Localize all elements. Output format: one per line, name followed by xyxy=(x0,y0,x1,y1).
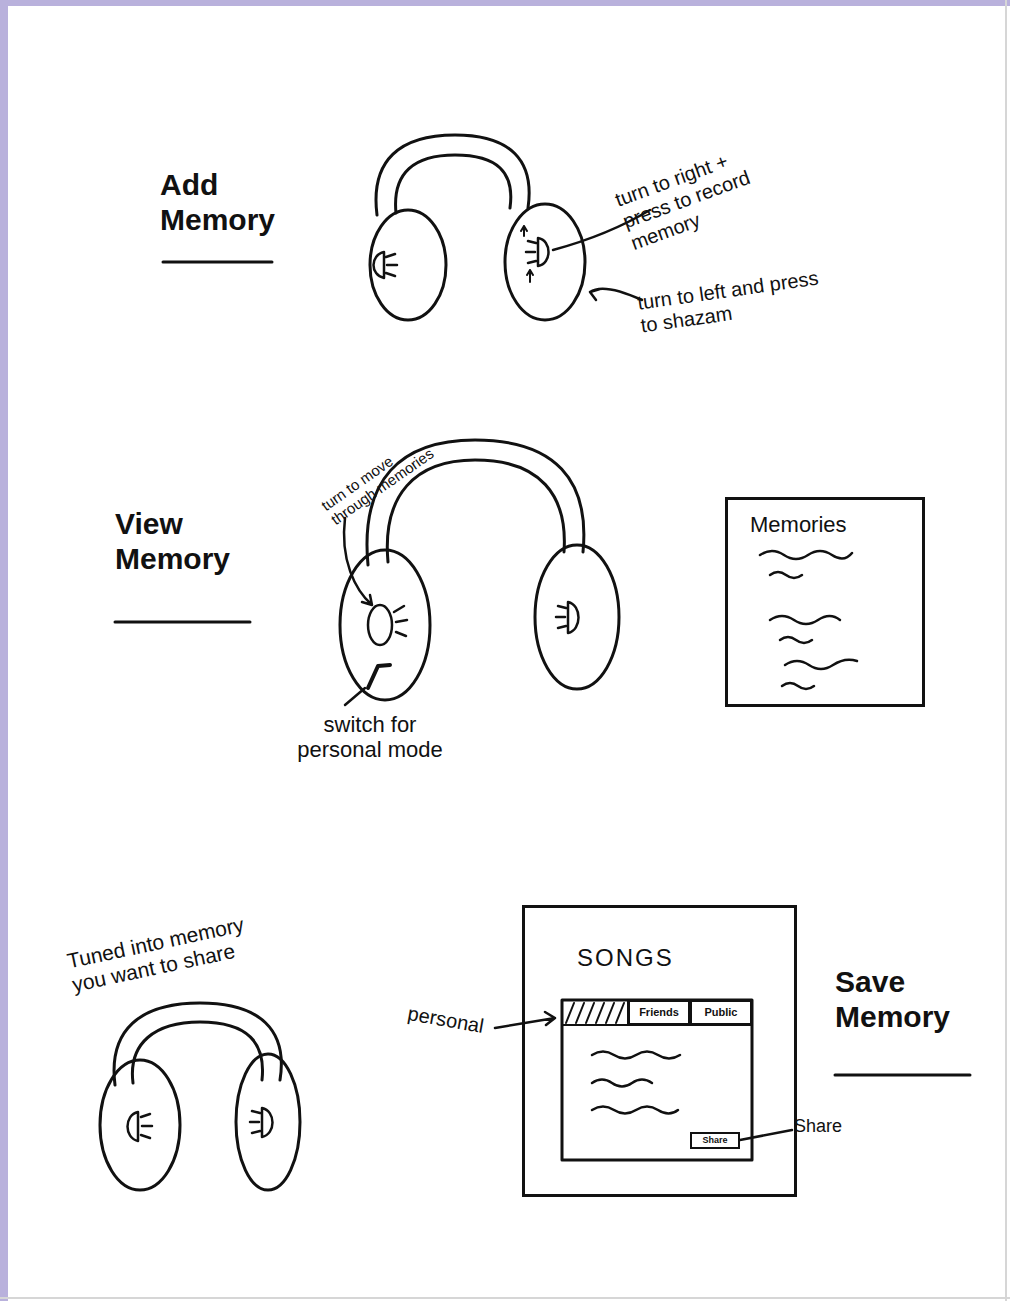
annotation: Share xyxy=(794,1116,874,1137)
annotation: turn to left and press to shazam xyxy=(636,266,831,338)
leader-arrow xyxy=(344,518,372,605)
headband xyxy=(396,155,511,213)
annotation: personal xyxy=(406,1002,518,1044)
box-text: Public xyxy=(692,1006,750,1019)
page-frame xyxy=(0,1297,1010,1299)
dial-icon xyxy=(526,238,549,266)
leader-line xyxy=(345,688,365,705)
heading-underline xyxy=(163,261,272,264)
headband xyxy=(114,1003,281,1085)
section-heading: Save Memory xyxy=(835,965,980,1034)
headband xyxy=(376,135,529,215)
mode-switch xyxy=(368,665,390,688)
list-screen: Memories xyxy=(725,497,925,707)
heading-underline xyxy=(835,1074,970,1077)
ear-cup xyxy=(505,204,585,320)
dial-icon xyxy=(556,602,579,633)
annotation: Tuned into memory you want to share xyxy=(65,908,271,997)
annotation: turn to move through memories xyxy=(318,423,448,529)
headband xyxy=(387,460,564,562)
section-heading: View Memory xyxy=(115,507,255,576)
page-frame xyxy=(0,0,8,1301)
text-placeholder xyxy=(760,551,852,559)
dial-icon xyxy=(368,605,392,645)
text-placeholder xyxy=(785,660,857,669)
tab: Friends xyxy=(628,1000,690,1025)
text-placeholder xyxy=(770,616,840,624)
share-button: Share xyxy=(690,1132,740,1149)
dial-icon xyxy=(394,606,407,636)
text-placeholder xyxy=(782,683,814,689)
ear-cup xyxy=(236,1054,300,1190)
page-frame xyxy=(1005,0,1007,1301)
page-frame xyxy=(0,0,1010,6)
annotation: switch for personal mode xyxy=(280,712,460,763)
box-text: Share xyxy=(692,1135,738,1145)
dial-icon xyxy=(128,1112,153,1141)
headband xyxy=(132,1022,262,1083)
dial-icon xyxy=(250,1108,273,1137)
tab: Public xyxy=(690,1000,752,1025)
ear-cup xyxy=(340,550,430,700)
text-placeholder xyxy=(592,1080,652,1087)
text-placeholder xyxy=(770,572,802,578)
dial-icon xyxy=(374,252,398,278)
hatched-tab xyxy=(566,1003,624,1023)
song-panel xyxy=(562,1000,752,1160)
app-screen: SONGS Friends PublicShare xyxy=(522,905,797,1197)
leader-arrow xyxy=(590,289,642,300)
ear-cup xyxy=(370,210,446,320)
heading-underline xyxy=(115,621,250,624)
box-text: Friends xyxy=(630,1006,688,1019)
leader-arrow xyxy=(495,1012,555,1028)
leader-line xyxy=(740,1130,792,1140)
box-text: SONGS xyxy=(577,944,784,972)
ear-cup xyxy=(535,545,619,689)
annotation: turn to right + press to record memory xyxy=(612,135,786,255)
text-placeholder xyxy=(780,637,812,643)
ear-cup xyxy=(100,1060,180,1190)
box-text: Memories xyxy=(750,512,912,537)
section-heading: Add Memory xyxy=(160,168,295,237)
text-placeholder xyxy=(592,1107,678,1114)
text-placeholder xyxy=(592,1052,680,1059)
turn-arrow xyxy=(521,226,533,282)
